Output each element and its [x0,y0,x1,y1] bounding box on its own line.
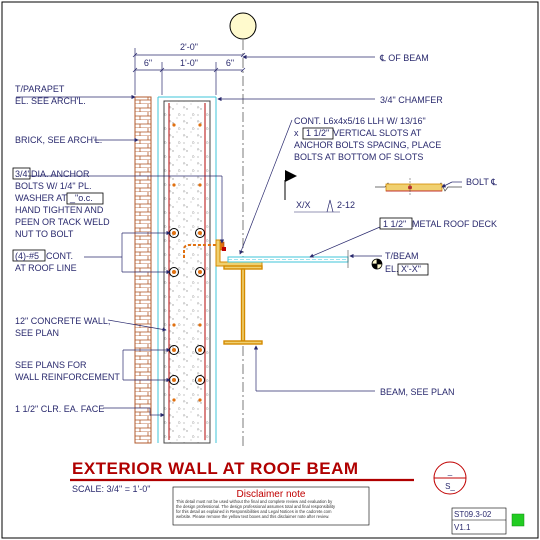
grid-bubble [229,12,257,40]
note-reinf-2: WALL REINFORCEMENT [15,372,120,382]
dim-left: 6" [144,58,152,68]
note-angle-4: BOLTS AT BOTTOM OF SLOTS [294,152,423,162]
dim-overall: 2'-0" [180,42,198,52]
weld-mark [222,247,226,251]
sheet-version: V1.1 [454,523,471,532]
drawing-title: EXTERIOR WALL AT ROOF BEAM [72,459,359,478]
note-t-parapet-2: EL. SEE ARCH'L. [15,96,86,106]
note-slot-length: 1 1/2" [306,128,329,138]
note-bolt-cl: BOLT ℄ [466,177,497,187]
sheet-id-box [451,507,507,535]
slope-ratio: 2-12 [337,200,355,210]
note-chamfer: 3/4" CHAMFER [380,95,443,105]
leader-lines [16,54,462,418]
note-anchor-1: DIA. ANCHOR [31,169,90,179]
note-anchor-6: NUT TO BOLT [15,229,74,239]
note-deck: METAL ROOF DECK [412,219,497,229]
note-anchor-4: HAND TIGHTEN AND [15,205,104,215]
section-sheet: S_ [445,482,455,491]
note-anchor-size: 3/4" [15,169,31,179]
note-t-beam: T/BEAM [385,251,419,261]
section-number: _ [447,467,453,476]
anchor-size-box [12,167,31,180]
steel-beam [223,265,263,345]
note-cont-1: CONT. [46,251,73,261]
brick-veneer [134,96,152,444]
note-angle-2a: x [294,128,299,138]
disclaimer-title: Disclaimer note [237,489,306,500]
status-indicator [511,513,525,527]
drawing-scale: SCALE: 3/4" = 1'-0" [72,484,150,494]
bolt-slot-detail [375,178,462,196]
dim-middle: 1'-0" [180,58,198,68]
note-beam: BEAM, SEE PLAN [380,387,455,397]
dimension-lines [132,48,246,95]
slope-symbol [284,170,340,213]
concrete-wall [163,100,211,444]
note-concrete-1: 12" CONCRETE WALL, [15,316,110,326]
note-el: EL. [385,264,399,274]
note-elevation: X'-X" [401,264,421,274]
note-cont-bars: (4)-#5 [15,251,39,261]
note-reinf-1: SEE PLANS FOR [15,360,87,370]
continuous-bar-cores [172,231,202,382]
dim-right: 6" [226,58,234,68]
disclaimer-line: for this detail as explained in Responsi… [176,509,332,514]
note-anchor-3: WASHER AT [15,193,68,203]
note-concrete-2: SEE PLAN [15,328,59,338]
note-angle-1: CONT. L6x4x5/16 LLH W/ 13/16" [294,116,426,126]
deck-depth-box [379,217,413,230]
note-angle-2c: VERTICAL SLOTS AT [333,128,422,138]
section-bubble [433,461,467,495]
note-clear-cover: 1 1/2" CLR. EA. FACE [15,404,104,414]
rebar-dots [172,123,202,402]
slot-length-box [302,127,334,140]
note-anchor-spacing: _"o.c. [69,193,93,203]
cont-bar-box [12,249,46,262]
disclaimer-box [172,486,370,526]
note-anchor-5: PEEN OR TACK WELD [15,217,110,227]
note-cl-beam: ℄ OF BEAM [379,53,429,63]
elevation-box [397,263,429,276]
disclaimer-line: This detail must not be used without the… [176,499,333,504]
note-angle-3: ANCHOR BOLTS SPACING, PLACE [294,140,441,150]
slope-label: X/X [296,200,311,210]
note-cont-2: AT ROOF LINE [15,263,77,273]
sheet-number: ST09.3-02 [454,510,492,519]
note-anchor-2: BOLTS W/ 1/4" PL. [15,181,92,191]
note-brick: BRICK, SEE ARCH'L. [15,135,102,145]
note-t-parapet-1: T/PARAPET [15,84,65,94]
disclaimer-line: website. Please remove the yellow text b… [176,514,329,519]
elevation-marker [371,258,383,270]
disclaimer-line: the design professional. The design prof… [176,504,336,509]
anchor-bolt [183,244,222,258]
note-deck-depth: 1 1/2" [383,219,406,229]
spacing-box [66,192,104,205]
